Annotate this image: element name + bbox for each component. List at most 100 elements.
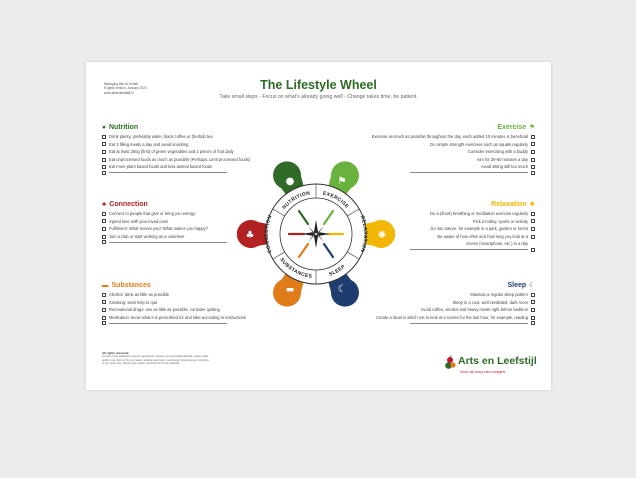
- checkbox[interactable]: [102, 226, 106, 231]
- cigarette-icon: ▬: [286, 285, 295, 295]
- checklist-item: Be aware of how often and how long you l…: [410, 233, 535, 241]
- checkbox[interactable]: [102, 157, 106, 162]
- brand-logo-icon: [445, 355, 456, 369]
- checkbox[interactable]: [531, 292, 535, 297]
- checkbox[interactable]: [102, 149, 106, 154]
- brand-tagline: Voor de zorg van morgen: [460, 369, 505, 374]
- checkbox[interactable]: [102, 165, 106, 170]
- page-title: The Lifestyle Wheel: [260, 78, 377, 92]
- checkbox[interactable]: [102, 292, 106, 297]
- write-in-line[interactable]: [109, 172, 227, 174]
- checkbox[interactable]: [531, 142, 535, 147]
- exercise-header: Exercise ⚑: [372, 123, 535, 132]
- relaxation-checklist: Do a (short) breathing or meditation exe…: [410, 210, 535, 252]
- meta-line: English version, January 2024: [104, 86, 147, 91]
- checklist-item-label: Do simple strength exercises such as squ…: [430, 141, 528, 147]
- checklist-item: Join a club or start working as a volunt…: [102, 233, 227, 241]
- checkbox[interactable]: [102, 134, 106, 139]
- checklist-item-label: Smoking: seek help to quit: [109, 299, 158, 305]
- write-in-line[interactable]: [109, 241, 227, 243]
- checkbox[interactable]: [102, 307, 106, 312]
- checklist-item-label: Recreational drugs: use as little as pos…: [109, 307, 220, 313]
- checkbox[interactable]: [102, 142, 106, 147]
- checklist-item-label: Exercise as much as possible throughout …: [371, 134, 528, 139]
- checkbox[interactable]: [531, 315, 535, 320]
- nutrition-title: Nutrition: [108, 124, 139, 131]
- checkbox[interactable]: [531, 247, 535, 252]
- checkbox[interactable]: [102, 211, 106, 216]
- substances-checklist: Alcohol: drink as little as possible Smo…: [102, 291, 246, 326]
- connection-header: ♣ Connection: [102, 200, 227, 209]
- checkbox[interactable]: [531, 300, 535, 305]
- checkbox[interactable]: [531, 134, 535, 139]
- runner-icon: ⚑: [529, 124, 535, 131]
- checklist-item: Maintain a regular sleep pattern: [376, 291, 535, 299]
- moon-icon: ☾: [529, 282, 535, 289]
- sleep-checklist: Maintain a regular sleep pattern Sleep i…: [375, 291, 535, 326]
- checkbox[interactable]: [102, 240, 106, 245]
- checklist-blank-item: [376, 321, 535, 326]
- write-in-line[interactable]: [410, 249, 528, 251]
- nutrition-checklist: Drink plenty, preferably water, black co…: [102, 133, 250, 175]
- checkbox[interactable]: [531, 170, 535, 175]
- write-in-line[interactable]: [410, 172, 528, 174]
- checklist-item-label: Create a ritual in which not to look at …: [375, 314, 528, 320]
- checkbox[interactable]: [531, 157, 535, 162]
- wheel-label-connection: CONNECTION: [264, 214, 274, 254]
- checklist-item-label: Alcohol: drink as little as possible: [109, 292, 170, 297]
- checkbox[interactable]: [102, 170, 106, 175]
- checklist-item-label: Pick a hobby, sports or activity: [473, 218, 528, 224]
- checklist-item: Eat unprocessed foods as much as possibl…: [102, 156, 250, 164]
- checkbox[interactable]: [531, 165, 535, 170]
- checklist-item: Exercise as much as possible throughout …: [372, 133, 535, 141]
- checkbox[interactable]: [531, 226, 535, 231]
- checkbox[interactable]: [531, 149, 535, 154]
- connection-checklist: Connect to people that give or bring you…: [102, 210, 227, 245]
- apple-icon: ●: [286, 176, 295, 187]
- checklist-item-label: Drink plenty, preferably water, black co…: [109, 134, 213, 139]
- wheel-label-relaxation: RELAXATION: [359, 215, 368, 253]
- checkbox[interactable]: [531, 234, 535, 239]
- checklist-item: Aim for 30-60 minutes a day: [372, 156, 535, 164]
- write-in-line[interactable]: [109, 322, 227, 324]
- checklist-item-label: Join a club or start working as a volunt…: [109, 233, 185, 239]
- checklist-blank-item: [410, 247, 535, 252]
- checklist-item: Avoid sitting still too much: [372, 163, 535, 171]
- checklist-item-label: Do a (short) breathing or meditation exe…: [430, 211, 528, 216]
- checklist-item-label: Avoid coffee, alcohol and heavy meals ri…: [420, 307, 528, 313]
- checkbox[interactable]: [102, 234, 106, 239]
- checklist-item: Go into nature, for example in a park, g…: [410, 225, 535, 233]
- runner-icon: ⚑: [338, 176, 347, 187]
- checklist-item-label: Eat unprocessed foods as much as possibl…: [109, 156, 251, 162]
- checklist-item-label: Medication: know what it is prescribed f…: [109, 314, 246, 320]
- checkbox[interactable]: [531, 321, 535, 326]
- checkbox[interactable]: [102, 300, 106, 305]
- checklist-item: Eat more plant based foods and less anim…: [102, 163, 250, 171]
- checkbox[interactable]: [531, 219, 535, 224]
- checklist-item: Pick a hobby, sports or activity: [410, 218, 535, 226]
- brand-name: Arts en Leefstijl: [458, 355, 537, 367]
- compass-icon: [302, 220, 330, 248]
- checklist-item: Do a (short) breathing or meditation exe…: [410, 210, 535, 218]
- write-in-line[interactable]: [410, 322, 528, 324]
- exercise-section: Exercise ⚑ Exercise as much as possible …: [372, 123, 535, 175]
- wheel-spokes: [287, 209, 345, 259]
- checklist-item-label: Avoid sitting still too much: [480, 164, 528, 170]
- checklist-item: Consider exercising with a buddy: [372, 148, 535, 156]
- sleep-section: Sleep ☾ Maintain a regular sleep pattern…: [375, 281, 535, 326]
- meta-info: Managing this on behalf English version,…: [104, 82, 194, 95]
- checkbox[interactable]: [531, 211, 535, 216]
- copyright-title: All rights reserved.: [102, 351, 130, 355]
- checkbox[interactable]: [531, 307, 535, 312]
- checklist-item: Spend time with your loved ones: [102, 218, 227, 226]
- checkbox[interactable]: [102, 321, 106, 326]
- nutrition-header: ● Nutrition: [102, 123, 250, 132]
- substances-title: Substances: [111, 282, 151, 289]
- poster-sheet: Managing this on behalf English version,…: [86, 62, 551, 390]
- checklist-blank-item: [102, 170, 250, 175]
- checklist-item-label: Fulfilment: What moves you? What makes y…: [109, 226, 208, 232]
- wheel-dividers: [272, 184, 360, 284]
- moon-icon: ☾: [338, 284, 347, 295]
- checkbox[interactable]: [102, 315, 106, 320]
- checkbox[interactable]: [102, 219, 106, 224]
